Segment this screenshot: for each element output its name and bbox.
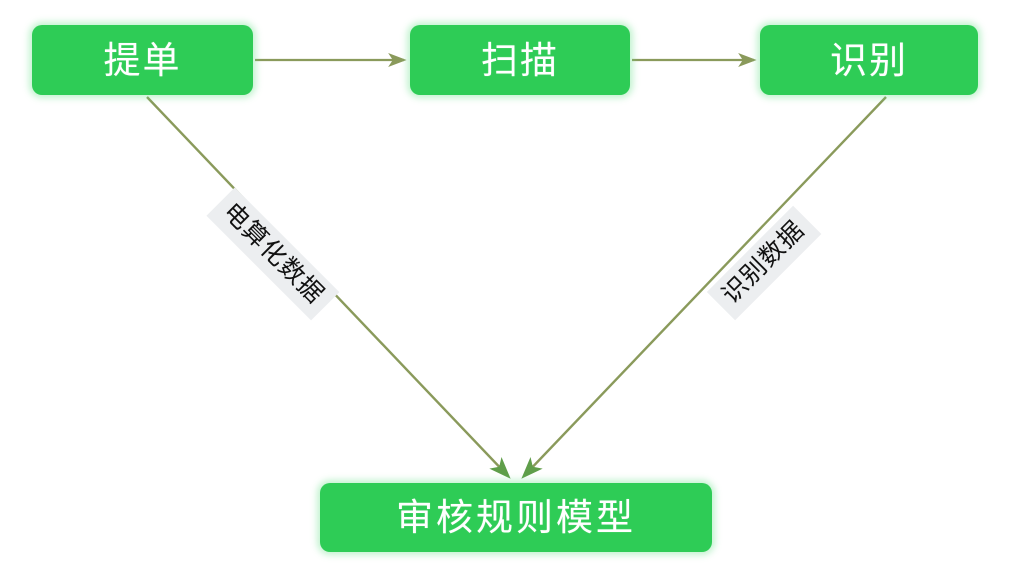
- edge-shibie-to-model: [521, 96, 887, 479]
- node-audit-rule-model[interactable]: 审核规则模型: [320, 483, 712, 552]
- node-saomiao[interactable]: 扫描: [410, 25, 630, 95]
- node-shibie-label: 识别: [830, 38, 908, 82]
- node-tidan-label: 提单: [103, 38, 182, 82]
- node-saomiao-label: 扫描: [481, 38, 559, 82]
- node-shibie[interactable]: 识别: [760, 25, 978, 95]
- node-tidan[interactable]: 提单: [32, 25, 253, 95]
- node-audit-rule-model-label: 审核规则模型: [396, 496, 636, 539]
